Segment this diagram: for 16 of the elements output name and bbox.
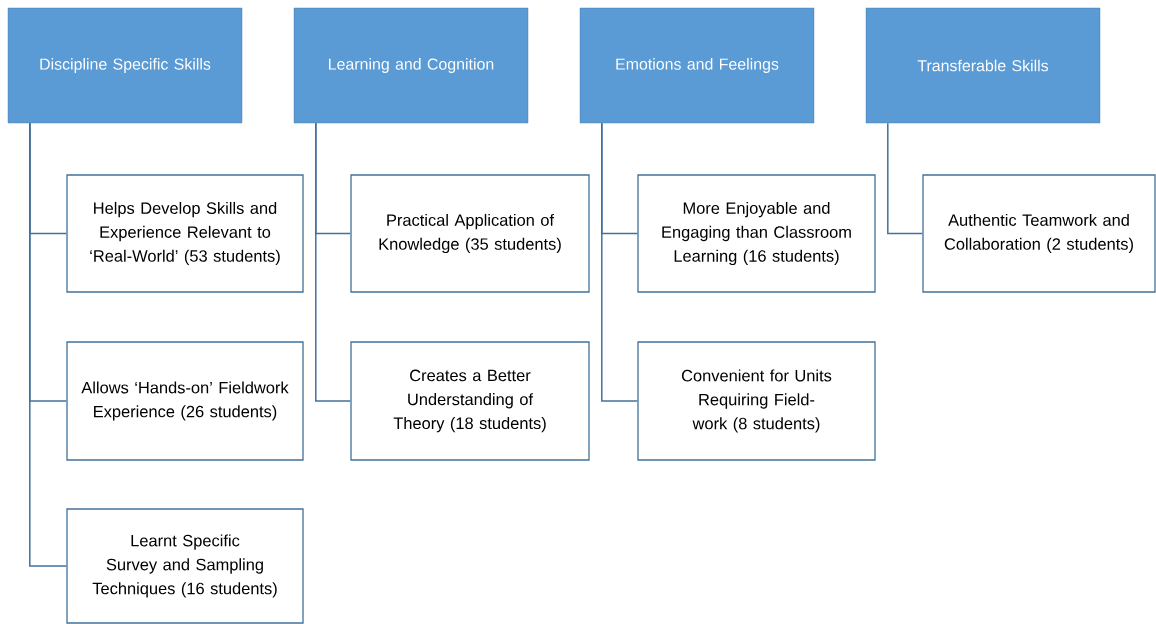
finding-box: Creates a Better Understanding of Theory (18 students) <box>350 341 590 461</box>
category-box: Transferable Skills <box>865 7 1101 124</box>
category-box: Learning and Cognition <box>293 7 529 124</box>
connector-line <box>29 122 68 567</box>
finding-box: Helps Develop Skills and Experience Relevant to ‘Real-World’ (53 students) <box>66 174 304 293</box>
connector-line <box>887 122 924 235</box>
connector-line <box>601 122 639 402</box>
finding-box: Convenient for Units Requiring Field-work (8 students) <box>637 341 876 461</box>
finding-box: More Enjoyable and Engaging than Classroom Learning (16 students) <box>637 174 876 293</box>
finding-box: Practical Application of Knowledge (35 students) <box>350 174 590 293</box>
connector-line <box>315 122 352 402</box>
finding-box: Learnt Specific Survey and Sampling Techniques (16 students) <box>66 508 304 624</box>
finding-box: Allows ‘Hands-on’ Fieldwork Experience (26 students) <box>66 341 304 461</box>
category-box: Emotions and Feelings <box>579 7 815 124</box>
finding-box: Authentic Teamwork and Collaboration (2 students) <box>922 174 1156 293</box>
category-box: Discipline Specific Skills <box>7 7 243 124</box>
